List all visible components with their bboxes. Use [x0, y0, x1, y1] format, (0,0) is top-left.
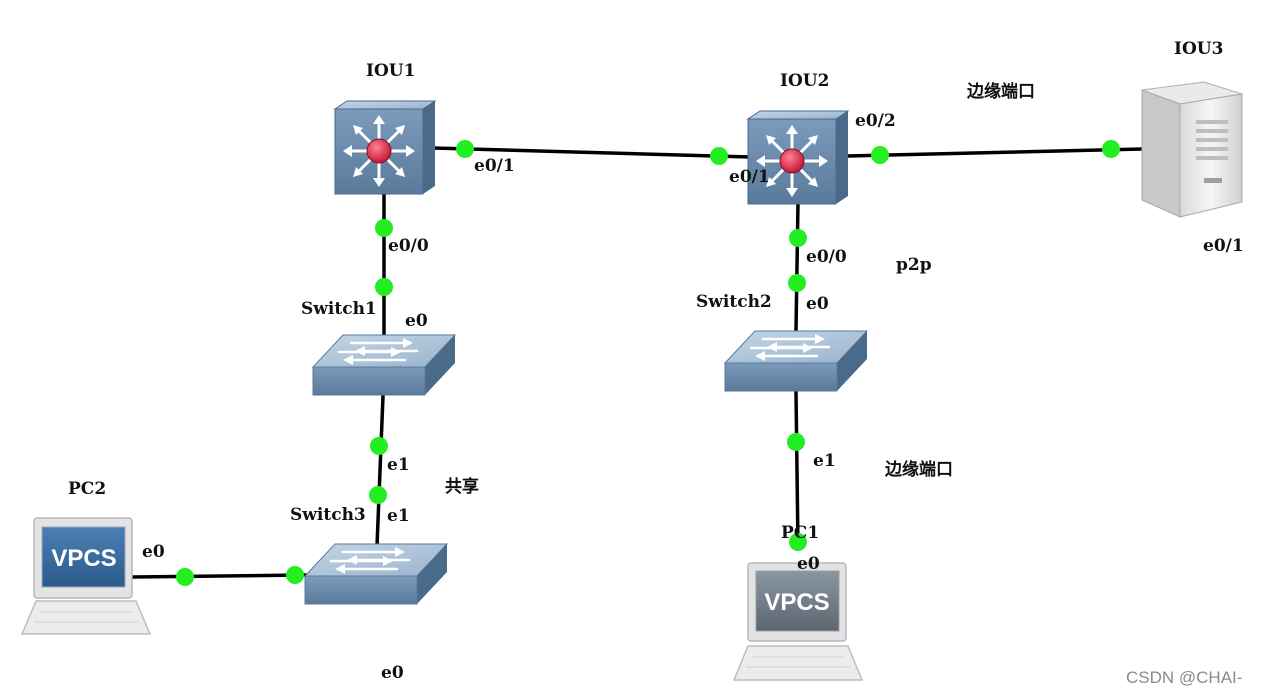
port-labels: e0/1 e0/1 e0/2 e0/1 e0/0 e0 e1 e1 e0 e0/…	[142, 111, 1244, 683]
port-label-sw2-e1: e1	[813, 451, 836, 471]
vpcs-badge-pc1: VPCS	[764, 589, 829, 616]
port-label-iou2-e02: e0/2	[855, 111, 896, 131]
iou2-router[interactable]	[746, 109, 850, 206]
link-iou2-switch2	[794, 200, 800, 332]
port-label-pc2-e0: e0	[142, 542, 165, 562]
port-label-iou1-e00: e0/0	[388, 236, 429, 256]
port-dot-pc2-e0[interactable]	[176, 568, 194, 586]
annotation-edge-port-bottom: 边缘端口	[884, 459, 953, 480]
port-dot-iou1-e00[interactable]	[375, 219, 393, 237]
switch1[interactable]	[311, 333, 457, 397]
label-iou3: IOU3	[1174, 39, 1223, 59]
pc1-vpcs[interactable]: VPCS	[732, 562, 864, 681]
port-dots	[176, 140, 1120, 586]
vpcs-badge-pc2: VPCS	[51, 545, 116, 572]
port-dot-sw2-e0[interactable]	[788, 274, 806, 292]
label-pc1: PC1	[781, 523, 819, 543]
switch2[interactable]	[723, 329, 869, 393]
device-labels: IOU1 IOU2 IOU3 Switch1 Switch2 Switch3 P…	[68, 39, 1223, 543]
port-dot-sw3-e1[interactable]	[369, 486, 387, 504]
port-label-sw3-e0: e0	[381, 663, 404, 683]
port-label-pc1-e0: e0	[797, 554, 820, 574]
port-label-iou3-e01: e0/1	[1203, 236, 1244, 256]
port-label-sw1-e1: e1	[387, 455, 410, 475]
port-dot-pc1-e0[interactable]	[789, 533, 807, 551]
link-switch2-pc1	[794, 390, 800, 550]
port-label-iou2-e01: e0/1	[729, 167, 770, 187]
switch3[interactable]	[303, 542, 449, 606]
label-iou2: IOU2	[780, 71, 829, 91]
link-iou2-iou3	[846, 147, 1144, 158]
port-label-sw3-e1: e1	[387, 506, 410, 526]
label-pc2: PC2	[68, 479, 106, 499]
annotations: 边缘端口 边缘端口 p2p 共享	[445, 81, 1035, 497]
port-dot-iou2-e00[interactable]	[789, 229, 807, 247]
port-dot-sw1-e1[interactable]	[370, 437, 388, 455]
watermark: CSDN @CHAI-	[1126, 668, 1242, 687]
port-label-sw2-e0: e0	[806, 294, 829, 314]
label-switch2: Switch2	[696, 292, 772, 312]
port-dot-iou2-e02[interactable]	[871, 146, 889, 164]
port-dot-iou3-e01[interactable]	[1102, 140, 1120, 158]
label-switch3: Switch3	[290, 505, 366, 525]
link-pc2-switch3	[131, 573, 308, 579]
port-label-iou1-e01: e0/1	[474, 156, 515, 176]
iou3-server[interactable]	[1141, 81, 1243, 218]
port-label-sw1-e0: e0	[405, 311, 428, 331]
link-iou1-iou2	[431, 146, 752, 159]
port-label-iou2-e00: e0/0	[806, 247, 847, 267]
annotation-p2p: p2p	[896, 255, 932, 275]
label-switch1: Switch1	[301, 299, 377, 319]
annotation-shared: 共享	[445, 476, 479, 497]
port-dot-iou1-e01[interactable]	[456, 140, 474, 158]
port-dot-sw1-e0[interactable]	[375, 278, 393, 296]
links	[131, 146, 1144, 579]
label-iou1: IOU1	[366, 61, 415, 81]
annotation-edge-port-top: 边缘端口	[966, 81, 1035, 102]
link-switch1-switch3	[375, 394, 385, 548]
iou1-router[interactable]	[333, 99, 437, 196]
port-dot-sw3-e0[interactable]	[286, 566, 304, 584]
port-dot-sw2-e1[interactable]	[787, 433, 805, 451]
pc2-vpcs[interactable]: VPCS	[20, 517, 152, 635]
port-dot-iou2-e01[interactable]	[710, 147, 728, 165]
